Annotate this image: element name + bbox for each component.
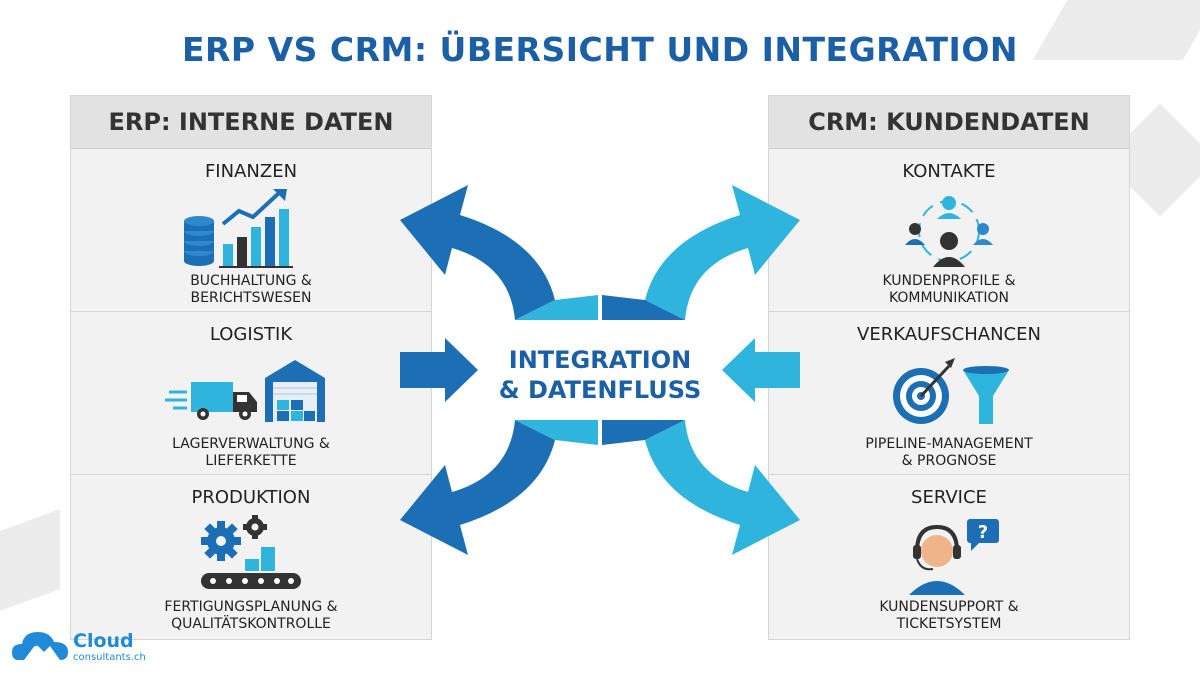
arrow-in-right: [722, 338, 800, 402]
section-title: SERVICE: [911, 487, 987, 508]
svg-text:?: ?: [978, 522, 988, 543]
section-title: VERKAUFSCHANCEN: [857, 324, 1041, 345]
finance-chart-icon: [184, 189, 293, 268]
description-line: QUALITÄTSKONTROLLE: [171, 616, 331, 632]
erp-panel: ERP: INTERNE DATEN FINANZEN BUCHHALTUNG …: [70, 95, 432, 640]
description-line: BERICHTSWESEN: [190, 290, 312, 306]
logo-name: Cloud: [73, 630, 134, 652]
section-description: BUCHHALTUNG & BERICHTSWESEN: [71, 273, 431, 307]
description-line: TICKETSYSTEM: [896, 616, 1002, 632]
truck-warehouse-icon: [165, 360, 325, 422]
section-title: KONTAKTE: [902, 161, 996, 182]
description-line: KUNDENPROFILE &: [882, 273, 1016, 289]
description-line: FERTIGUNGSPLANUNG &: [164, 599, 338, 615]
section-title: LOGISTIK: [209, 324, 293, 345]
gears-conveyor-icon: [201, 515, 301, 589]
section-description: PIPELINE-MANAGEMENT & PROGNOSE: [769, 436, 1129, 470]
integration-line2: & DATENFLUSS: [498, 376, 702, 404]
description-line: KUNDENSUPPORT &: [879, 599, 1019, 615]
people-network-icon: [905, 196, 993, 267]
section-description: KUNDENPROFILE & KOMMUNIKATION: [769, 273, 1129, 307]
integration-label: INTEGRATION & DATENFLUSS: [478, 320, 722, 430]
page-title: ERP VS CRM: ÜBERSICHT UND INTEGRATION: [181, 30, 1019, 69]
target-funnel-icon: [893, 358, 1009, 424]
section-description: LAGERVERWALTUNG & LIEFERKETTE: [71, 436, 431, 470]
arrow-right-bottom: [645, 420, 800, 555]
center-box-bg: [478, 320, 722, 420]
description-line: LAGERVERWALTUNG &: [172, 436, 330, 452]
erp-section-finanzen: FINANZEN BUCHHALTUNG & BERICHTSWESEN: [71, 149, 431, 312]
crm-section-verkaufschancen: VERKAUFSCHANCEN PIPELINE-MANAGEMENT & PR…: [769, 312, 1129, 475]
section-title: PRODUKTION: [191, 487, 311, 508]
arrow-left-bottom: [400, 420, 555, 555]
arrow-in-left: [400, 338, 478, 402]
erp-section-produktion: PRODUKTION FERTIGUNGSPLANUNG &: [71, 475, 431, 638]
crm-header: CRM: KUNDENDATEN: [769, 96, 1129, 149]
crm-section-kontakte: KONTAKTE KUNDENPROFILE & KOMMUNIKATION: [769, 149, 1129, 312]
erp-section-logistik: LOGISTIK LAGERVERWALTUNG & LIEFERKETTE: [71, 312, 431, 475]
description-line: KOMMUNIKATION: [888, 290, 1010, 306]
section-description: FERTIGUNGSPLANUNG & QUALITÄTSKONTROLLE: [71, 599, 431, 633]
support-agent-icon: ?: [909, 519, 999, 595]
logo-subtitle: consultants.ch: [73, 652, 146, 663]
integration-line1: INTEGRATION: [508, 346, 692, 374]
crm-panel: CRM: KUNDENDATEN KONTAKTE KUNDENPROFILE …: [768, 95, 1130, 640]
background-shape: [0, 509, 60, 611]
section-title: FINANZEN: [204, 161, 298, 182]
cloud-logo-icon: [12, 632, 68, 660]
description-line: LIEFERKETTE: [205, 453, 297, 469]
crm-section-service: SERVICE ? KUNDENSUPPORT & TICKETSYSTEM: [769, 475, 1129, 638]
arrow-left-top: [400, 185, 555, 320]
erp-header: ERP: INTERNE DATEN: [71, 96, 431, 149]
description-line: & PROGNOSE: [901, 453, 997, 469]
section-description: KUNDENSUPPORT & TICKETSYSTEM: [769, 599, 1129, 633]
integration-arrows: [400, 185, 800, 555]
arrow-right-top: [645, 185, 800, 320]
description-line: PIPELINE-MANAGEMENT: [865, 436, 1033, 452]
description-line: BUCHHALTUNG &: [190, 273, 312, 289]
